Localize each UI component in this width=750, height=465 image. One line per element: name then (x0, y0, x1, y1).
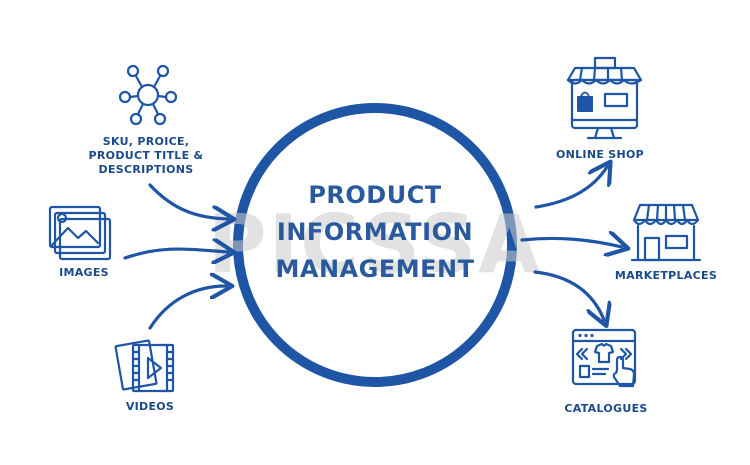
images-label: IMAGES (59, 266, 109, 279)
sku-label-line-3: DESCRIPTIONS (99, 163, 194, 176)
arrow-center-to-online-shop (534, 167, 607, 209)
arrow-center-to-catalogues (533, 270, 604, 320)
arrow-videos-to-center (148, 286, 226, 330)
center-title-line-2: INFORMATION (277, 218, 473, 246)
arrow-sku-to-center (148, 183, 228, 219)
sku-label-line-1: SKU, PROICE, (103, 135, 190, 148)
video-clips-icon (114, 339, 175, 393)
watermark-text: PICSSA (208, 198, 542, 291)
storefront-icon (630, 203, 702, 262)
online-shop-label: ONLINE SHOP (556, 148, 644, 161)
center-title: PRODUCT INFORMATION MANAGEMENT (276, 181, 475, 283)
videos-label: VIDEOS (126, 400, 174, 413)
network-nodes-icon (118, 64, 178, 126)
sku-label: SKU, PROICE, PRODUCT TITLE & DESCRIPTION… (89, 135, 204, 176)
marketplaces-label: MARKETPLACES (615, 269, 717, 282)
center-title-line-1: PRODUCT (308, 181, 441, 209)
online-shop-icon (566, 56, 643, 140)
image-gallery-icon (48, 205, 112, 261)
center-title-line-3: MANAGEMENT (276, 255, 475, 283)
arrow-images-to-center (123, 249, 228, 258)
catalogue-icon (571, 328, 637, 388)
catalogues-label: CATALOGUES (564, 402, 647, 415)
center-circle (233, 103, 517, 387)
sku-label-line-2: PRODUCT TITLE & (89, 149, 204, 162)
arrow-center-to-marketplaces (520, 238, 622, 247)
